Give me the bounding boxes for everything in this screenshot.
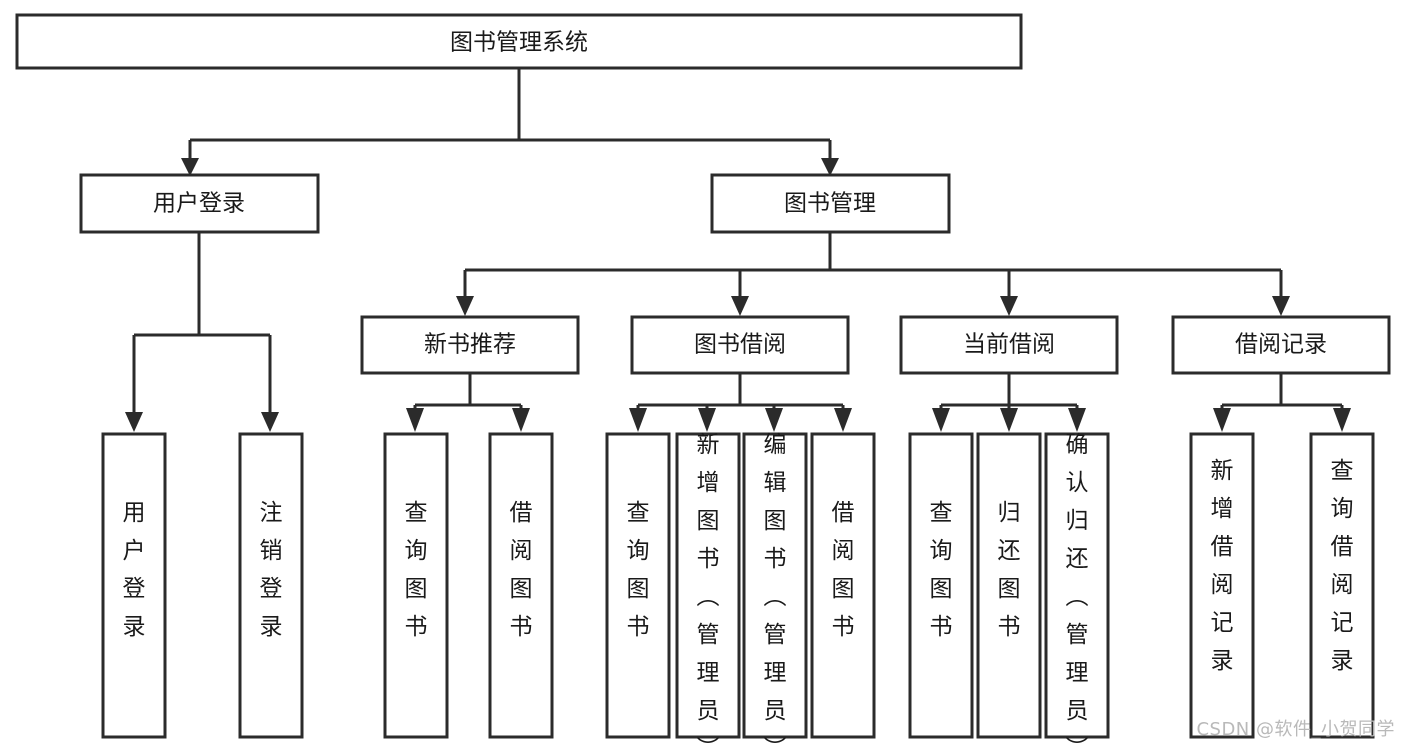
arrow-head-br-leaf-2 — [1333, 408, 1351, 432]
leaf-cb-query-book[interactable]: 查询图书 — [908, 432, 974, 739]
leaf-nb-borrow-book[interactable]: 借阅图书 — [488, 432, 554, 739]
leaf-user-login[interactable]: 用户登录 — [101, 432, 167, 739]
node-new-book-recommend-box[interactable] — [360, 315, 580, 375]
leaf-bb-add-book-label: 新增图书︵管理员︶ — [697, 432, 720, 747]
leaf-bb-edit-book-label: 编辑图书︵管理员︶ — [764, 432, 787, 747]
leaf-cb-return-book[interactable]: 归还图书 — [976, 432, 1042, 739]
arrow-head-current-borrow — [1000, 296, 1018, 316]
arrow-head-bb-leaf-3 — [765, 408, 783, 432]
node-borrow-record-label: 借阅记录 — [1235, 332, 1327, 358]
node-book-manage[interactable]: 图书管理 — [710, 173, 951, 234]
arrow-head-cb-leaf-3 — [1068, 408, 1086, 432]
leaf-cb-query-book-label: 查询图书 — [930, 500, 953, 640]
leaf-bb-add-book-box[interactable] — [675, 432, 741, 739]
node-new-book-recommend-label: 新书推荐 — [424, 332, 516, 358]
leaf-user-login-label: 用户登录 — [123, 500, 146, 640]
leaf-cb-confirm-return-box[interactable] — [1044, 432, 1110, 739]
node-book-manage-label: 图书管理 — [784, 191, 876, 217]
leaf-nb-query-book[interactable]: 查询图书 — [383, 432, 449, 739]
leaf-bb-query-book-label: 查询图书 — [627, 500, 650, 640]
leaf-br-add-record-label: 新增借阅记录 — [1211, 458, 1234, 674]
node-root[interactable]: 图书管理系统 — [15, 13, 1023, 70]
arrow-head-leaf-logout — [261, 412, 279, 432]
arrow-head-new-book-recommend — [456, 296, 474, 316]
leaf-logout-login-label: 注销登录 — [260, 500, 283, 640]
leaf-cb-query-book-box[interactable] — [908, 432, 974, 739]
leaf-cb-return-book-label: 归还图书 — [998, 500, 1021, 640]
leaf-user-login-box[interactable] — [101, 432, 167, 739]
arrow-head-bb-leaf-4 — [834, 408, 852, 432]
leaf-nb-query-book-box[interactable] — [383, 432, 449, 739]
leaf-br-add-record[interactable]: 新增借阅记录 — [1189, 432, 1255, 739]
leaf-br-query-record[interactable]: 查询借阅记录 — [1309, 432, 1375, 739]
leaf-cb-return-book-box[interactable] — [976, 432, 1042, 739]
node-user-login[interactable]: 用户登录 — [79, 173, 320, 234]
leaf-br-add-record-box[interactable] — [1189, 432, 1255, 739]
leaf-bb-borrow-book[interactable]: 借阅图书 — [810, 432, 876, 739]
arrow-head-book-borrow — [731, 296, 749, 316]
leaf-nb-borrow-book-label: 借阅图书 — [510, 500, 533, 640]
arrow-head-nb-leaf-1 — [406, 408, 424, 432]
arrow-head-user-login — [181, 158, 199, 176]
leaf-br-query-record-box[interactable] — [1309, 432, 1375, 739]
node-book-manage-box[interactable] — [710, 173, 951, 234]
node-current-borrow[interactable]: 当前借阅 — [899, 315, 1119, 375]
leaf-br-query-record-label: 查询借阅记录 — [1331, 458, 1354, 674]
node-book-borrow[interactable]: 图书借阅 — [630, 315, 850, 375]
leaf-logout-login-box[interactable] — [238, 432, 304, 739]
node-book-borrow-box[interactable] — [630, 315, 850, 375]
node-root-label: 图书管理系统 — [450, 30, 588, 56]
arrow-head-nb-leaf-2 — [512, 408, 530, 432]
node-book-borrow-label: 图书借阅 — [694, 332, 786, 358]
arrow-head-br-leaf-1 — [1213, 408, 1231, 432]
arrow-head-cb-leaf-2 — [1000, 408, 1018, 432]
leaf-bb-edit-book-box[interactable] — [742, 432, 808, 739]
node-user-login-label: 用户登录 — [153, 191, 245, 217]
arrow-head-cb-leaf-1 — [932, 408, 950, 432]
node-current-borrow-label: 当前借阅 — [963, 332, 1055, 358]
arrow-head-book-manage — [821, 158, 839, 176]
arrow-head-bb-leaf-1 — [629, 408, 647, 432]
leaf-bb-edit-book[interactable]: 编辑图书︵管理员︶ — [742, 432, 808, 747]
leaf-nb-borrow-book-box[interactable] — [488, 432, 554, 739]
edge-layer — [125, 68, 1351, 432]
leaf-cb-confirm-return-label: 确认归还︵管理员︶ — [1066, 432, 1089, 747]
node-root-box[interactable] — [15, 13, 1023, 70]
node-borrow-record-box[interactable] — [1171, 315, 1391, 375]
leaf-bb-borrow-book-label: 借阅图书 — [832, 500, 855, 640]
arrow-head-bb-leaf-2 — [698, 408, 716, 432]
node-new-book-recommend[interactable]: 新书推荐 — [360, 315, 580, 375]
leaf-logout-login[interactable]: 注销登录 — [238, 432, 304, 739]
node-borrow-record[interactable]: 借阅记录 — [1171, 315, 1391, 375]
arrow-head-borrow-record — [1272, 296, 1290, 316]
leaf-nb-query-book-label: 查询图书 — [405, 500, 428, 640]
leaf-cb-confirm-return[interactable]: 确认归还︵管理员︶ — [1044, 432, 1110, 747]
leaf-bb-add-book[interactable]: 新增图书︵管理员︶ — [675, 432, 741, 747]
leaf-bb-query-book-box[interactable] — [605, 432, 671, 739]
node-user-login-box[interactable] — [79, 173, 320, 234]
arrow-head-leaf-user-login — [125, 412, 143, 432]
leaf-bb-borrow-book-box[interactable] — [810, 432, 876, 739]
leaf-bb-query-book[interactable]: 查询图书 — [605, 432, 671, 739]
node-current-borrow-box[interactable] — [899, 315, 1119, 375]
